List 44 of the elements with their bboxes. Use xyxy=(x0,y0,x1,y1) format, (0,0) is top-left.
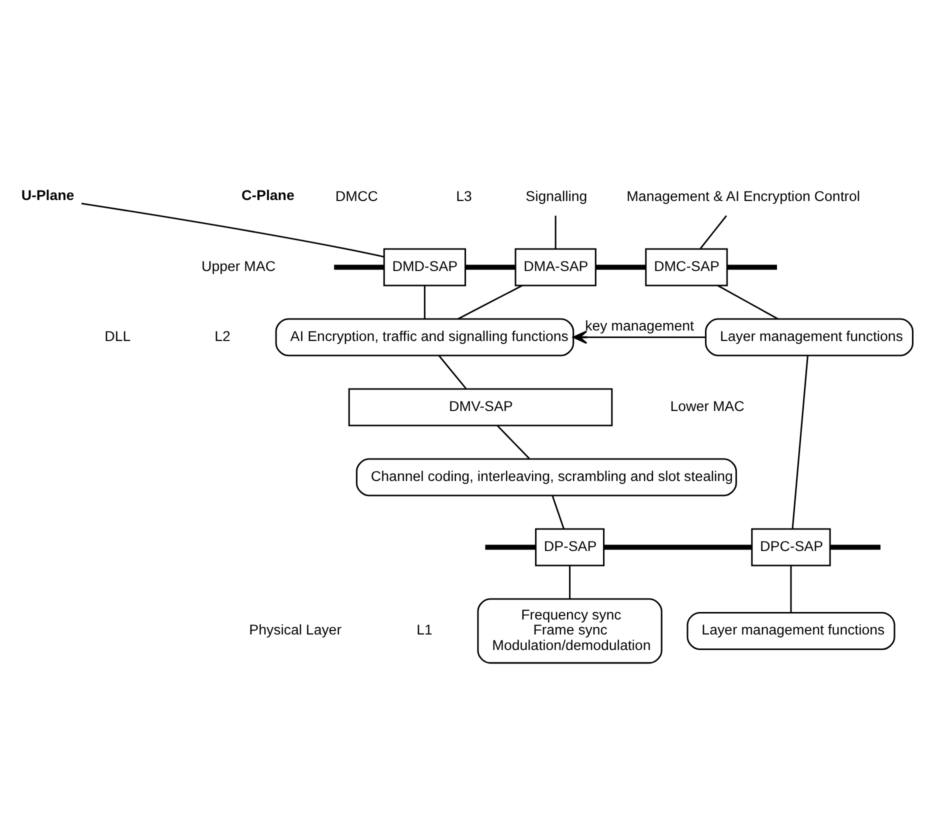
connector xyxy=(791,355,808,528)
node-box: DMD-SAP xyxy=(382,248,466,286)
edge-label: key management xyxy=(584,318,694,334)
label: L1 xyxy=(416,622,432,638)
connector xyxy=(554,215,556,248)
label: DMCC xyxy=(334,188,378,204)
node-box: DPC-SAP xyxy=(750,528,830,566)
node-text: U-Plane xyxy=(20,187,74,204)
connector xyxy=(464,264,515,270)
connector xyxy=(551,495,564,528)
node-box: Channel coding, interleaving, scrambling and slot stealing xyxy=(355,458,736,496)
label: Upper MAC xyxy=(200,258,276,274)
connector xyxy=(790,565,792,612)
connector xyxy=(595,264,646,270)
connector xyxy=(423,285,425,318)
node-box: DP-SAP xyxy=(534,528,604,566)
connector xyxy=(699,214,726,248)
node-box: Frequency sync Frame sync Modulation/demodulation xyxy=(476,598,662,664)
node-text: Management & AI Encryption Control xyxy=(626,188,860,204)
connector xyxy=(603,544,752,550)
connector xyxy=(830,544,880,550)
connector xyxy=(457,284,522,320)
connector xyxy=(438,354,466,389)
node-box: Layer management functions xyxy=(704,318,913,356)
connector xyxy=(568,565,570,598)
connector xyxy=(334,264,384,270)
connector xyxy=(484,544,536,550)
label: DLL xyxy=(104,328,130,344)
node-box: DMV-SAP xyxy=(348,388,612,426)
node-box: Layer management functions xyxy=(686,611,895,650)
label: Physical Layer xyxy=(248,622,341,638)
connector xyxy=(726,264,776,270)
node-box: DMA-SAP xyxy=(514,248,596,286)
label: L3 xyxy=(456,188,472,204)
connector xyxy=(80,202,384,258)
connector xyxy=(716,284,778,320)
node-box: AI Encryption, traffic and signalling functions xyxy=(274,318,574,356)
label: Lower MAC xyxy=(670,398,744,415)
label: C-Plane xyxy=(241,187,294,204)
label: L2 xyxy=(214,328,230,344)
node-box: DMC-SAP xyxy=(644,248,728,286)
connector xyxy=(496,424,530,459)
node-text: Signalling xyxy=(525,188,587,204)
arrow xyxy=(572,330,706,344)
